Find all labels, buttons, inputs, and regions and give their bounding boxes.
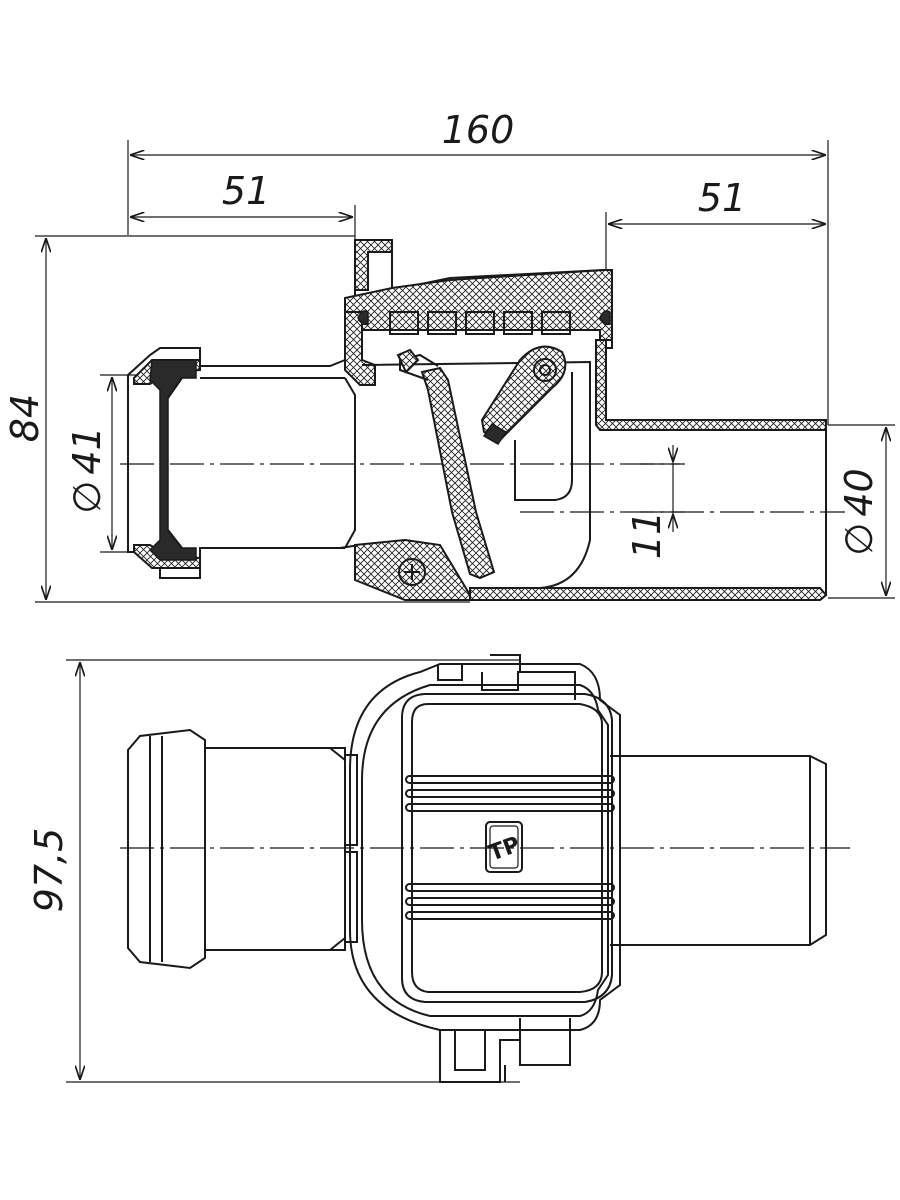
dimension-outlet-diameter: ∅ 40	[828, 424, 895, 599]
dimension-total-length: 160	[127, 108, 829, 425]
cover-ribs	[389, 311, 571, 335]
total-length-label: 160	[442, 108, 515, 152]
height-label: 84	[3, 394, 47, 442]
side-view	[127, 239, 828, 601]
svg-text:∅40: ∅ 40	[837, 468, 881, 555]
outlet-diameter-label: 40	[837, 468, 881, 516]
tp-logo: TP	[485, 821, 523, 873]
dimension-axis-offset: 11	[625, 445, 685, 559]
inlet-diameter-label: 41	[65, 426, 109, 474]
width-top-view-label: 97,5	[27, 828, 71, 913]
outlet-length-label: 51	[698, 176, 746, 220]
diameter-symbol-2: ∅	[837, 523, 881, 556]
dimension-inlet-length: 51	[130, 169, 356, 240]
diameter-symbol: ∅	[65, 481, 109, 514]
top-cover-ribs-lower	[405, 883, 615, 920]
top-view: TP	[127, 654, 827, 1083]
dimension-outlet-length: 51	[605, 176, 826, 275]
axis-offset-label: 11	[625, 511, 669, 559]
inlet-length-label: 51	[222, 169, 270, 213]
svg-text:∅41: ∅ 41	[65, 426, 109, 513]
dimension-width-top-view: 97,5	[27, 659, 520, 1083]
dimension-height: 84	[3, 235, 470, 603]
top-cover-ribs-upper	[405, 775, 615, 812]
